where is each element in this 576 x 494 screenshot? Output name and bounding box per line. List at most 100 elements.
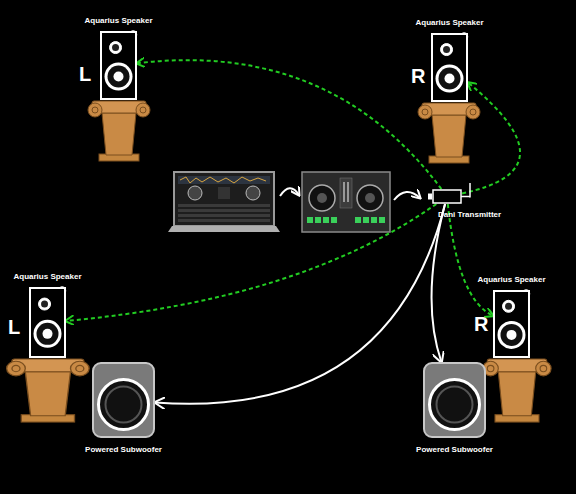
wireless-link — [448, 204, 493, 316]
speaker-cabinet — [30, 288, 65, 357]
signal-arrow — [280, 188, 299, 196]
mixer-section — [340, 178, 352, 208]
pad — [371, 217, 377, 223]
subwoofer-node: Powered Subwoofer — [423, 362, 486, 438]
speaker-label: Aquarius Speaker — [54, 16, 184, 26]
speaker-shape — [100, 31, 137, 100]
transmitter-node: Dani Transmitter — [432, 189, 462, 204]
speaker-label: Aquarius Speaker — [385, 18, 515, 28]
track-row — [178, 204, 270, 207]
speaker-node: Aquarius SpeakerL — [29, 287, 66, 358]
tweeter — [503, 300, 515, 312]
channel-letter: R — [474, 314, 488, 334]
pad — [323, 217, 329, 223]
pad — [307, 217, 313, 223]
driver-surround — [106, 387, 142, 423]
audio-cable — [155, 204, 445, 404]
woofer-cone — [108, 66, 130, 88]
tweeter-cone — [505, 303, 512, 310]
channel-letter: R — [411, 66, 425, 86]
tweeter-cone — [443, 46, 450, 53]
fader — [343, 182, 345, 202]
subwoofer-cabinet — [93, 363, 154, 437]
laptop-screen — [174, 172, 274, 226]
subwoofer-cabinet — [424, 363, 485, 437]
speaker-cabinet — [101, 32, 136, 99]
fader — [347, 182, 349, 202]
channel-letter: L — [8, 317, 20, 337]
subwoofer-node: Powered Subwoofer — [92, 362, 155, 438]
pedestal — [7, 359, 89, 422]
antenna-base — [461, 196, 470, 198]
speaker-node: Aquarius SpeakerR — [431, 33, 468, 102]
pad — [363, 217, 369, 223]
jog-wheel — [309, 185, 335, 211]
speaker-shape — [431, 33, 468, 102]
dj-controller — [302, 172, 390, 232]
speaker-handle — [129, 31, 137, 40]
sub-shape — [92, 362, 155, 438]
wireless-link — [462, 83, 520, 194]
woofer — [105, 63, 133, 91]
woofer-cone — [37, 323, 59, 345]
pad — [379, 217, 385, 223]
speaker-cabinet — [494, 291, 529, 357]
audio-cable — [432, 204, 445, 362]
speaker-label: Aquarius Speaker — [447, 275, 576, 285]
wireless-link — [137, 60, 441, 189]
jog-wheel — [357, 185, 383, 211]
speaker-handle — [58, 287, 66, 296]
mixer-panel — [218, 187, 230, 199]
speaker-handle — [522, 290, 530, 299]
deck-platter — [188, 186, 202, 200]
transmitter-label: Dani Transmitter — [438, 210, 501, 220]
woofer — [436, 65, 464, 93]
controller-body — [302, 172, 390, 232]
laptop-base — [168, 226, 280, 232]
speaker-shape — [29, 287, 66, 358]
pad — [331, 217, 337, 223]
subwoofer-label: Powered Subwoofer — [59, 445, 189, 455]
speaker-handle — [460, 33, 468, 42]
input-jack — [428, 194, 432, 200]
waveform-bar — [178, 176, 270, 184]
subwoofer-driver — [430, 380, 480, 430]
signal-arrow — [394, 192, 420, 200]
tx-shape — [432, 189, 462, 204]
dust-cap — [43, 329, 53, 339]
dust-cap — [507, 330, 517, 340]
speaker-label: Aquarius Speaker — [0, 272, 113, 282]
antenna — [469, 183, 471, 198]
driver-surround — [437, 387, 473, 423]
channel-letter: L — [79, 64, 91, 84]
pedestal — [483, 359, 551, 422]
jog-center — [317, 193, 327, 203]
speaker-node: Aquarius SpeakerL — [100, 31, 137, 100]
track-row — [178, 209, 270, 212]
tweeter-cone — [112, 44, 119, 51]
tweeter — [441, 44, 453, 56]
deck-platter — [246, 186, 260, 200]
subwoofer-label: Powered Subwoofer — [390, 445, 520, 455]
pedestal — [418, 103, 480, 163]
speaker-node: Aquarius SpeakerR — [493, 290, 530, 358]
woofer-cone — [439, 68, 461, 90]
tweeter — [110, 42, 122, 54]
pad — [315, 217, 321, 223]
dust-cap — [114, 72, 124, 82]
tweeter — [39, 298, 51, 310]
laptop — [168, 172, 280, 232]
pad — [355, 217, 361, 223]
track-row — [178, 214, 270, 217]
woofer — [498, 321, 526, 349]
tweeter-cone — [41, 301, 48, 308]
woofer — [34, 320, 62, 348]
track-row — [178, 219, 270, 222]
transmitter-body — [433, 190, 461, 203]
speaker-shape — [493, 290, 530, 358]
sub-shape — [423, 362, 486, 438]
speaker-cabinet — [432, 34, 467, 101]
jog-center — [365, 193, 375, 203]
